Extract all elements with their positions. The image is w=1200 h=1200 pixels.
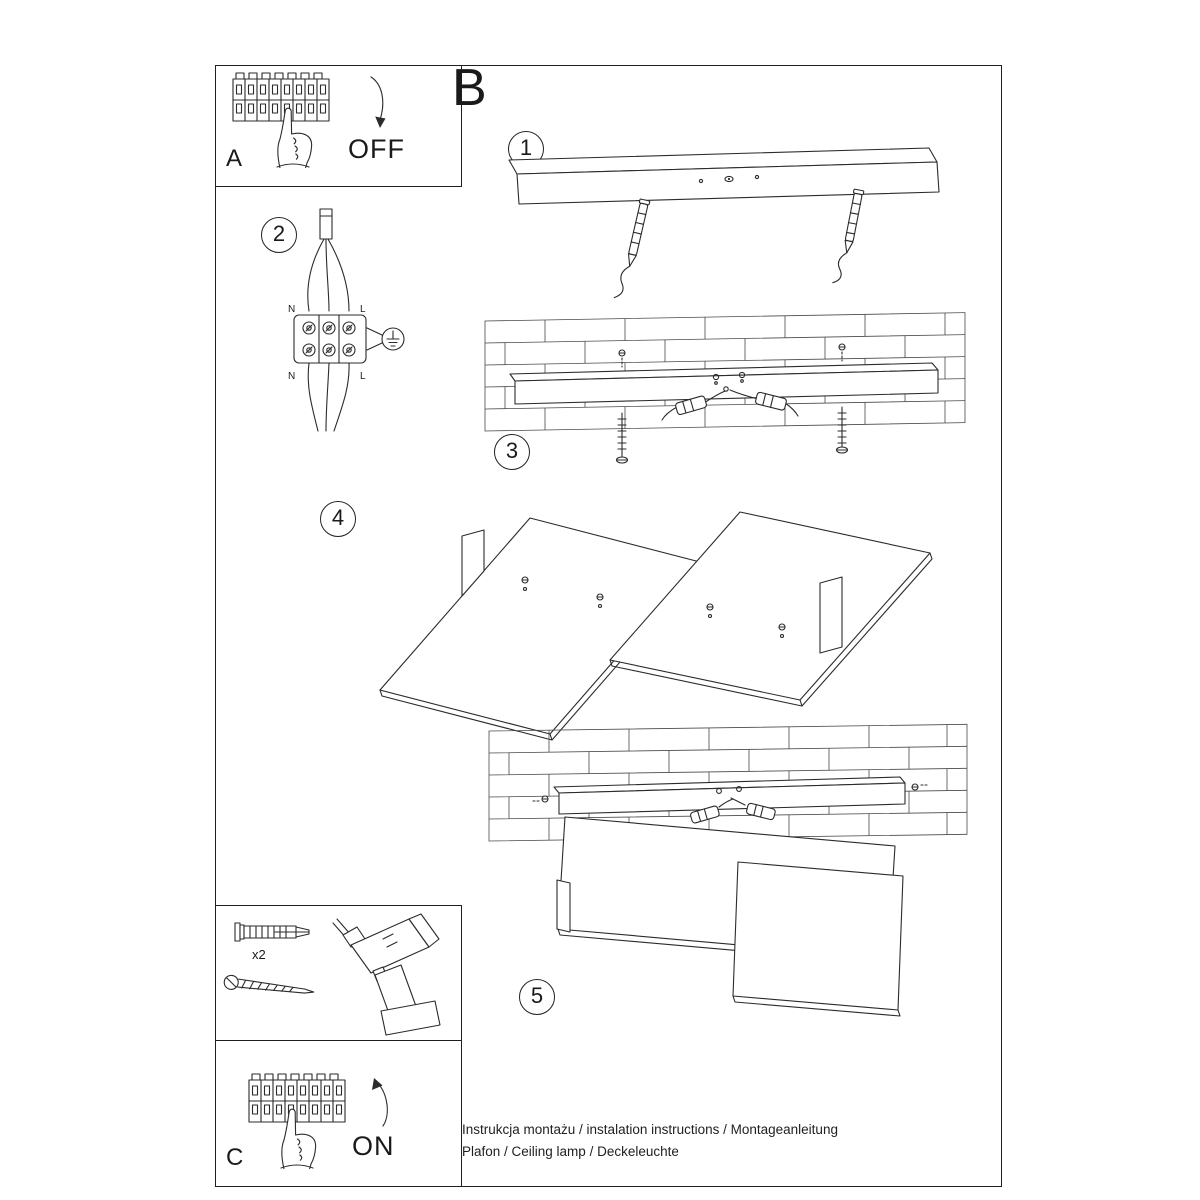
screw-icon bbox=[223, 974, 315, 994]
screw-icon bbox=[835, 406, 849, 454]
step1-bracket-drawing bbox=[508, 147, 940, 299]
lamp-panel-icon bbox=[732, 861, 904, 1017]
switch-on-arrow-icon bbox=[372, 1078, 388, 1127]
screw-icon bbox=[615, 412, 629, 464]
on-label: ON bbox=[352, 1131, 395, 1161]
step5-assembly-drawing bbox=[488, 723, 968, 1017]
footer-text: Instrukcja montażu / instalation instruc… bbox=[462, 1119, 982, 1163]
power-on-illustration bbox=[248, 1073, 388, 1170]
mounting-bracket-icon bbox=[509, 362, 939, 405]
wire-connectors-icon bbox=[690, 786, 776, 824]
footer-line-1: Instrukcja montażu / instalation instruc… bbox=[462, 1122, 838, 1137]
switch-off-arrow-icon bbox=[370, 76, 386, 128]
step4-panels-drawing bbox=[379, 511, 933, 741]
power-off-illustration bbox=[232, 72, 386, 169]
step-5-badge: 5 bbox=[519, 979, 555, 1015]
drill-icon bbox=[332, 913, 441, 1036]
wire-label-n-bottom: N bbox=[288, 371, 295, 382]
hand-icon bbox=[280, 1108, 317, 1170]
section-letter: B bbox=[452, 59, 487, 117]
mounting-bracket-icon bbox=[532, 776, 928, 815]
wall-plug-mark-icon bbox=[618, 343, 846, 368]
hand-icon bbox=[276, 107, 313, 169]
box-a-label: A bbox=[226, 145, 243, 172]
terminal-block-icon bbox=[293, 314, 367, 364]
wire-connectors-icon bbox=[661, 371, 799, 421]
breaker-panel-icon bbox=[232, 72, 330, 122]
box-c-label: C bbox=[226, 1144, 244, 1171]
anchor-quantity-label: x2 bbox=[252, 947, 266, 962]
breaker-panel-icon bbox=[248, 1073, 346, 1123]
mounting-bracket-icon bbox=[508, 147, 940, 205]
footer-line-2: Plafon / Ceiling lamp / Deckeleuchte bbox=[462, 1144, 679, 1159]
step3-mounting-drawing bbox=[484, 312, 966, 464]
ground-symbol-icon bbox=[366, 327, 405, 351]
step2-wiring-drawing: N L N L bbox=[288, 208, 405, 432]
wires-bottom bbox=[307, 362, 350, 432]
step-2-badge: 2 bbox=[261, 217, 297, 253]
wall-plug-icon bbox=[234, 922, 310, 942]
off-label: OFF bbox=[348, 134, 405, 164]
lamp-panel-icon bbox=[609, 511, 933, 707]
tools-illustration bbox=[223, 913, 441, 1036]
step-4-badge: 4 bbox=[320, 501, 356, 537]
wall-anchor-icon bbox=[832, 188, 865, 284]
cable-icon bbox=[319, 208, 333, 240]
wire-label-n-top: N bbox=[288, 304, 295, 315]
wire-label-l-top: L bbox=[360, 304, 366, 315]
wall-anchor-icon bbox=[613, 198, 651, 299]
step-3-badge: 3 bbox=[494, 434, 530, 470]
wire-label-l-bottom: L bbox=[360, 371, 366, 382]
wires-top bbox=[307, 238, 350, 312]
